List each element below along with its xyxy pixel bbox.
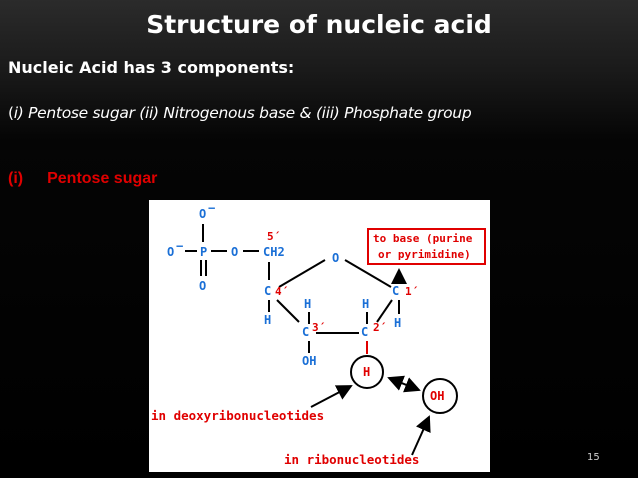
section-heading: (i) Pentose sugar (8, 170, 157, 188)
h-circle-label: H (363, 365, 370, 379)
h-c2-top: H (362, 297, 369, 311)
page-number: 15 (587, 452, 600, 463)
ribo-arrow (411, 415, 431, 456)
components-text: i) Pentose sugar (ii) Nitrogenous base &… (13, 104, 472, 122)
phosphate-o-top: O (199, 207, 206, 221)
oh-circle (422, 378, 458, 414)
c5-label: 5´ (267, 230, 280, 243)
c4-c3-bond (276, 299, 300, 323)
c2-label: 2´ (373, 321, 386, 334)
c4-label: 4´ (275, 285, 288, 298)
components-heading: Nucleic Acid has 3 components: (8, 58, 295, 77)
ring-o: O (332, 251, 339, 265)
base-box-line2: or pyrimidine) (378, 248, 471, 261)
base-box (367, 228, 486, 265)
components-list: (i) Pentose sugar (ii) Nitrogenous base … (8, 104, 472, 122)
c3: C (302, 325, 309, 339)
h-circle (350, 355, 384, 389)
h-c1: H (394, 316, 401, 330)
c4-o-bond (278, 259, 326, 288)
pentose-sugar-diagram: O − O − P O O 5´ CH2 O C 4´ H H C 3´ OH … (149, 200, 490, 472)
phosphate-p: P (200, 245, 207, 259)
c1-c2-bond (376, 299, 393, 323)
phosphate-o-left: O (167, 245, 174, 259)
deoxy-arrow (310, 385, 353, 408)
phosphate-o-top-minus: − (208, 201, 215, 215)
slide-title: Structure of nucleic acid (146, 10, 492, 39)
oh-circle-label: OH (430, 389, 444, 403)
c4: C (264, 284, 271, 298)
section-number: (i) (8, 170, 24, 187)
ch2: CH2 (263, 245, 285, 259)
phosphate-o-left-minus: − (176, 239, 183, 253)
base-box-line1: to base (purine (373, 232, 473, 245)
label-ribo: in ribonucleotides (284, 452, 419, 467)
components-open-paren: ( (8, 104, 14, 122)
c3-label: 3´ (312, 321, 325, 334)
h-c3: H (304, 297, 311, 311)
phosphate-o-bottom: O (199, 279, 206, 293)
section-title: Pentose sugar (47, 170, 158, 187)
bridge-o: O (231, 245, 238, 259)
c1-label: 1´ (405, 285, 418, 298)
c1: C (392, 284, 399, 298)
exchange-arrow (387, 375, 421, 393)
c2: C (361, 325, 368, 339)
o-c1-bond (344, 259, 392, 288)
h-c4: H (264, 313, 271, 327)
label-deoxy: in deoxyribonucleotides (151, 408, 324, 423)
oh-c3: OH (302, 354, 316, 368)
